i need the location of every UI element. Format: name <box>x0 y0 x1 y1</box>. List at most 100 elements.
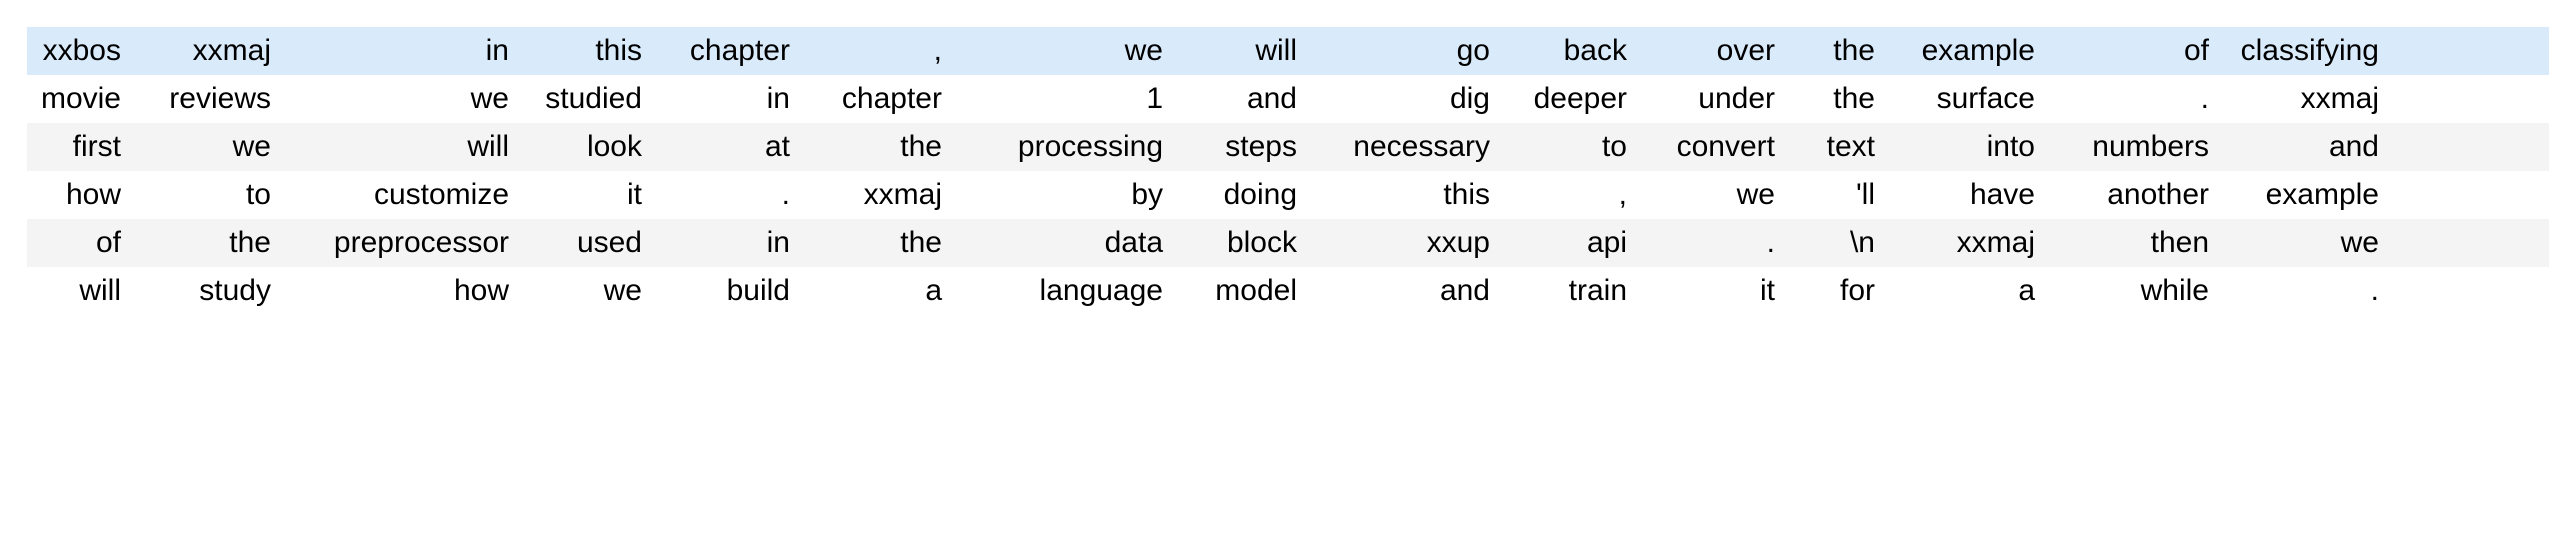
table-cell: xxup <box>1307 219 1500 267</box>
table-cell: under <box>1637 75 1785 123</box>
table-cell <box>2389 171 2549 219</box>
table-cell: used <box>519 219 652 267</box>
table-cell: chapter <box>800 75 952 123</box>
table-cell: example <box>2219 171 2389 219</box>
table-cell: the <box>1785 27 1885 75</box>
table-cell: text <box>1785 123 1885 171</box>
table-cell: reviews <box>131 75 281 123</box>
table-cell: another <box>2045 171 2219 219</box>
table-cell: for <box>1785 267 1885 315</box>
table-cell: study <box>131 267 281 315</box>
table-cell: . <box>1637 219 1785 267</box>
table-cell: . <box>2045 75 2219 123</box>
table-cell: 1 <box>952 75 1173 123</box>
table-cell: at <box>652 123 800 171</box>
table-cell: we <box>281 75 519 123</box>
table-cell: classifying <box>2219 27 2389 75</box>
table-cell: xxmaj <box>1885 219 2045 267</box>
table-cell: have <box>1885 171 2045 219</box>
table-cell: preprocessor <box>281 219 519 267</box>
table-cell: first <box>27 123 131 171</box>
table-cell: deeper <box>1500 75 1637 123</box>
table-cell <box>2389 219 2549 267</box>
table-cell: build <box>652 267 800 315</box>
table-cell: how <box>27 171 131 219</box>
table-cell: in <box>652 75 800 123</box>
table-cell: xxmaj <box>2219 75 2389 123</box>
table-cell <box>2389 27 2549 75</box>
table-cell: to <box>1500 123 1637 171</box>
table-cell: a <box>800 267 952 315</box>
table-cell: then <box>2045 219 2219 267</box>
table-cell: \n <box>1785 219 1885 267</box>
table-cell: the <box>800 123 952 171</box>
table-cell: studied <box>519 75 652 123</box>
table-cell: back <box>1500 27 1637 75</box>
table-cell: and <box>2219 123 2389 171</box>
table-cell <box>2389 123 2549 171</box>
table-cell: we <box>131 123 281 171</box>
table-cell: steps <box>1173 123 1307 171</box>
table-cell: will <box>1173 27 1307 75</box>
table-cell: a <box>1885 267 2045 315</box>
table-cell: look <box>519 123 652 171</box>
table-cell: this <box>519 27 652 75</box>
table-cell: xxbos <box>27 27 131 75</box>
table-cell: xxmaj <box>800 171 952 219</box>
table-cell: customize <box>281 171 519 219</box>
table-cell <box>2389 75 2549 123</box>
table-cell: to <box>131 171 281 219</box>
table-cell: necessary <box>1307 123 1500 171</box>
table-cell: of <box>2045 27 2219 75</box>
table-cell: over <box>1637 27 1785 75</box>
table-cell: xxmaj <box>131 27 281 75</box>
table-cell: the <box>800 219 952 267</box>
table-cell: the <box>131 219 281 267</box>
table-cell: , <box>800 27 952 75</box>
table-cell: into <box>1885 123 2045 171</box>
table-cell: we <box>2219 219 2389 267</box>
table-cell: chapter <box>652 27 800 75</box>
table-cell: movie <box>27 75 131 123</box>
table-cell: how <box>281 267 519 315</box>
table-cell: we <box>519 267 652 315</box>
table-cell: 'll <box>1785 171 1885 219</box>
table-cell: block <box>1173 219 1307 267</box>
table-cell <box>2389 267 2549 315</box>
table-cell: example <box>1885 27 2045 75</box>
table-cell: we <box>1637 171 1785 219</box>
table-cell: processing <box>952 123 1173 171</box>
table-cell: it <box>1637 267 1785 315</box>
table-cell: the <box>1785 75 1885 123</box>
table-cell: go <box>1307 27 1500 75</box>
table-cell: api <box>1500 219 1637 267</box>
table-cell: numbers <box>2045 123 2219 171</box>
table-cell: convert <box>1637 123 1785 171</box>
table-cell: , <box>1500 171 1637 219</box>
table-cell: of <box>27 219 131 267</box>
table-cell: surface <box>1885 75 2045 123</box>
table-cell: in <box>652 219 800 267</box>
table-cell: this <box>1307 171 1500 219</box>
table-cell: while <box>2045 267 2219 315</box>
table-cell: train <box>1500 267 1637 315</box>
table-cell: dig <box>1307 75 1500 123</box>
table-cell: it <box>519 171 652 219</box>
table-cell: . <box>2219 267 2389 315</box>
table-cell: and <box>1173 75 1307 123</box>
table-cell: and <box>1307 267 1500 315</box>
table-cell: will <box>27 267 131 315</box>
table-cell: by <box>952 171 1173 219</box>
table-cell: we <box>952 27 1173 75</box>
table-cell: data <box>952 219 1173 267</box>
table-cell: language <box>952 267 1173 315</box>
table-cell: . <box>652 171 800 219</box>
